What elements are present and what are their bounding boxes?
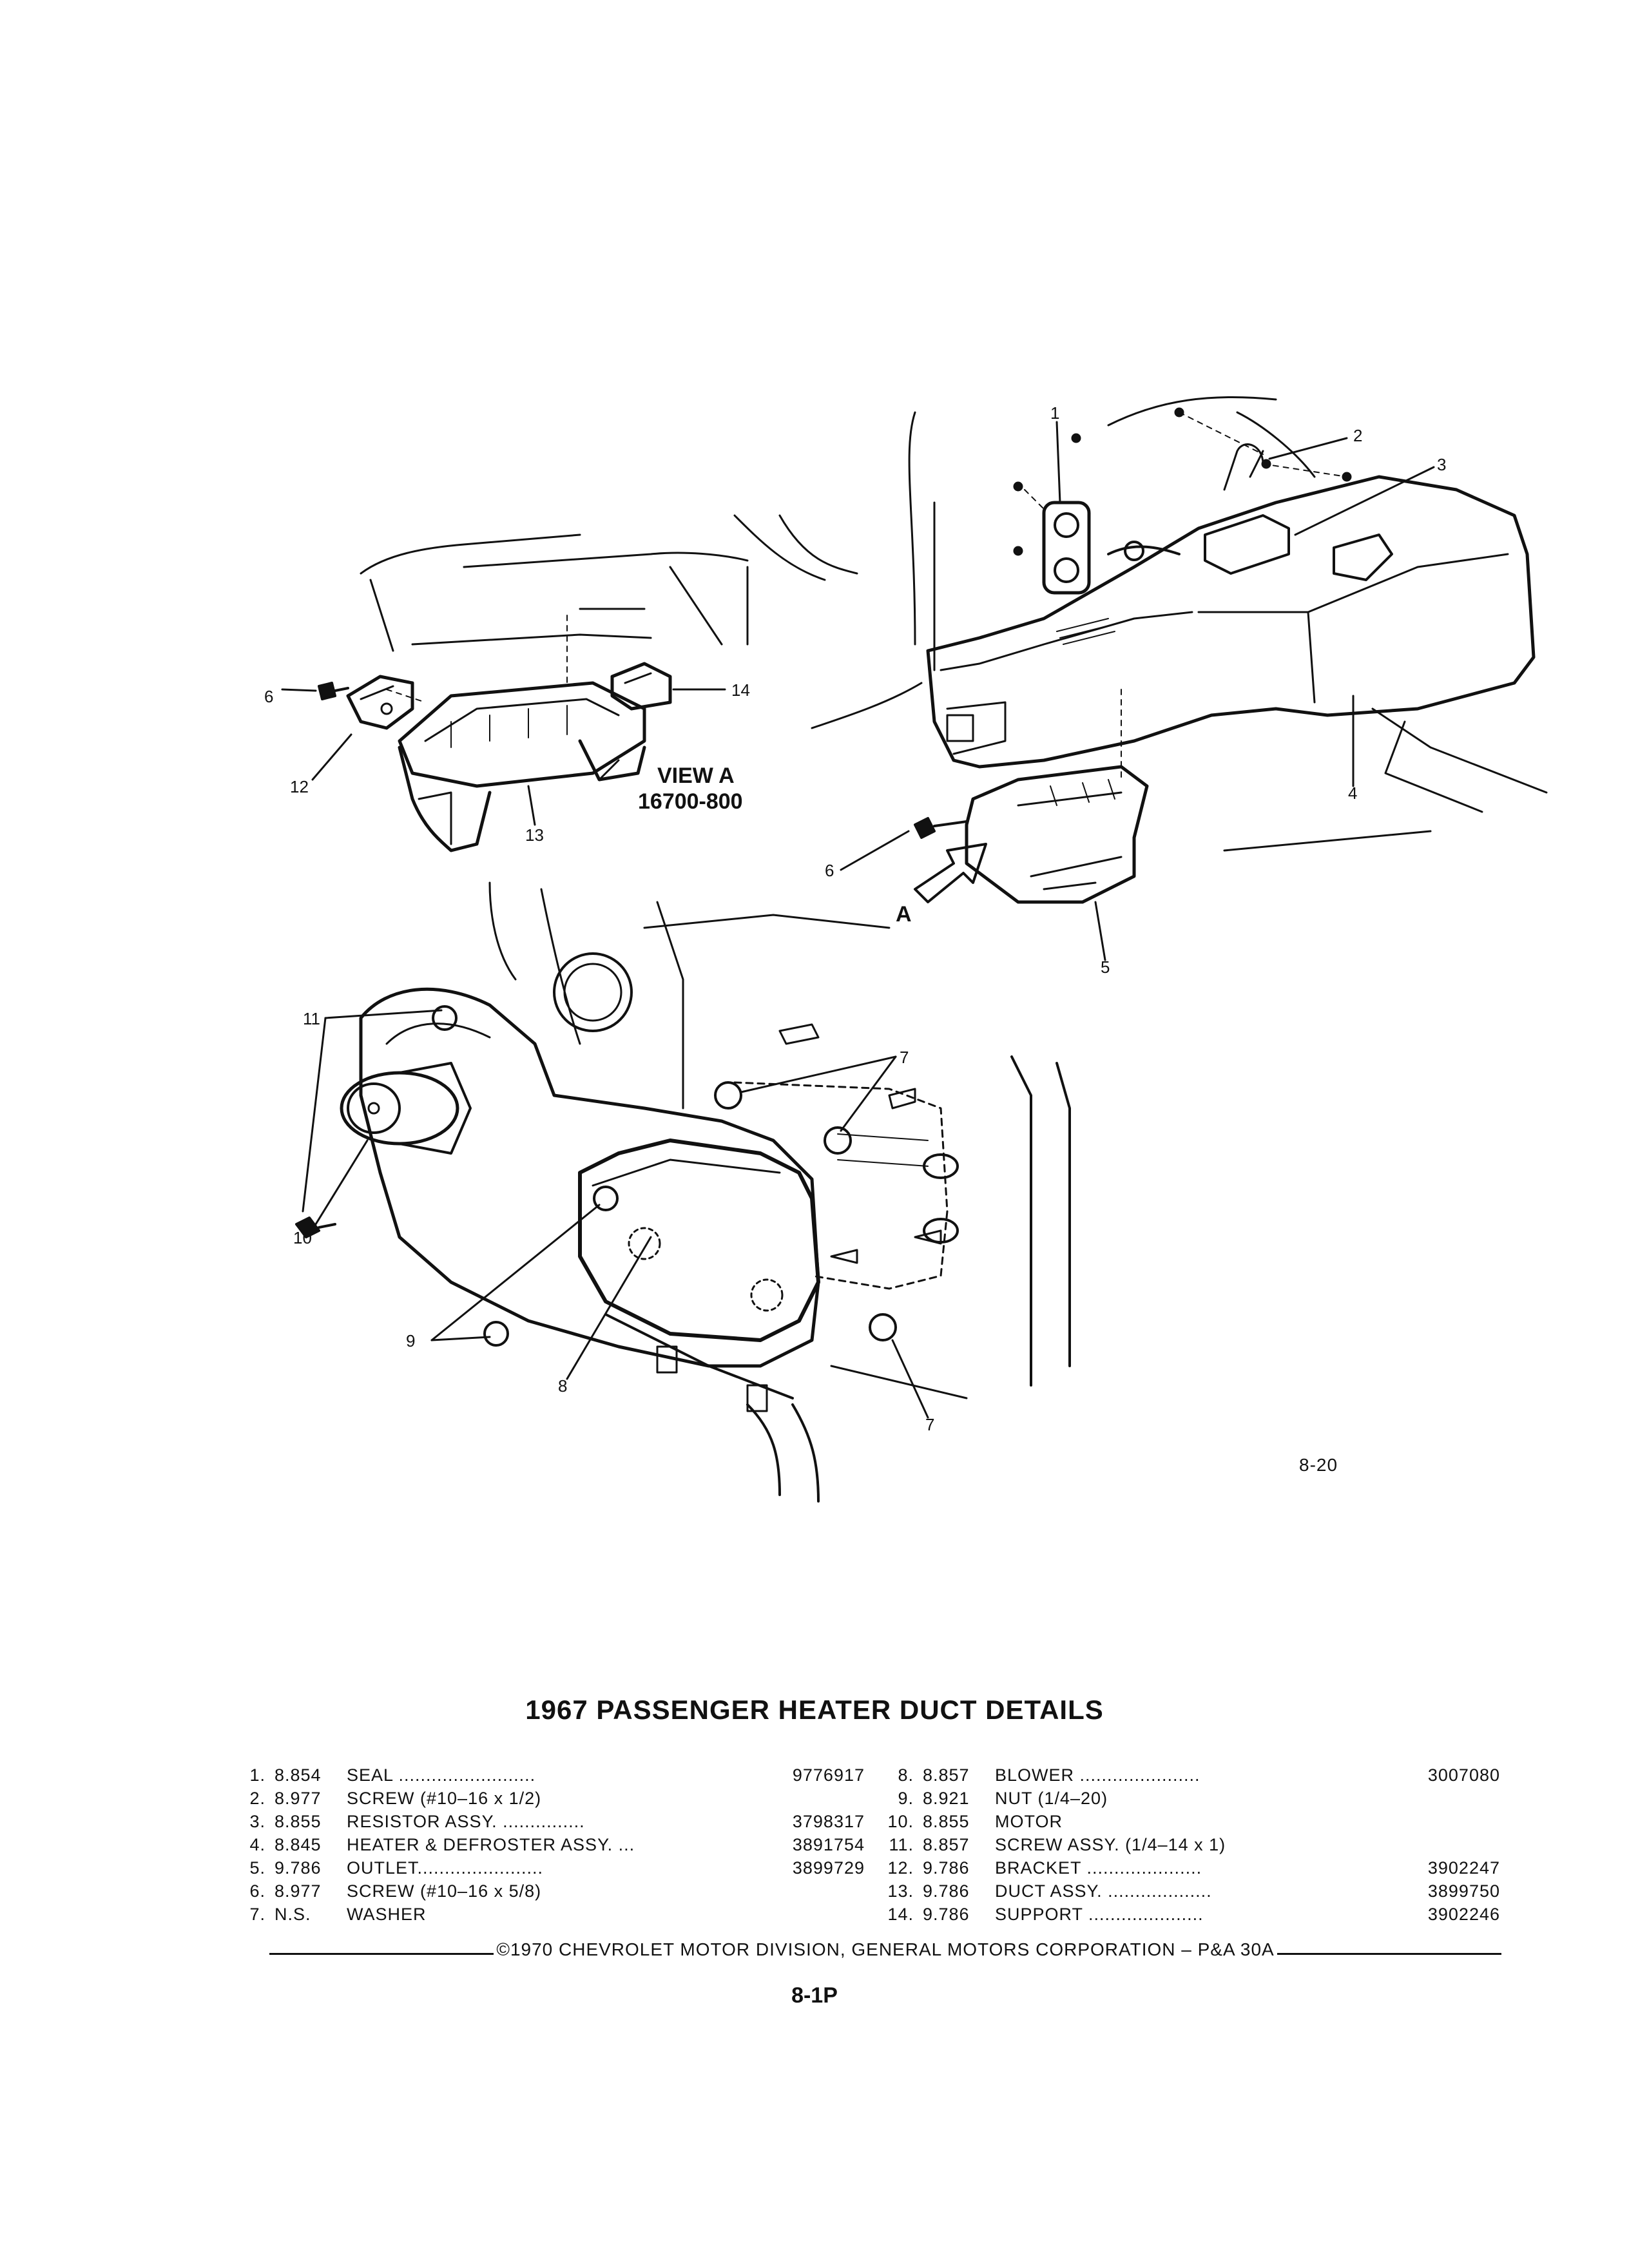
group-number: 9.786 bbox=[923, 1881, 970, 1901]
group-number: 8.855 bbox=[275, 1812, 322, 1831]
footer-rule-left bbox=[269, 1953, 494, 1955]
callout-7-upper: 7 bbox=[900, 1048, 909, 1067]
callout-12: 12 bbox=[290, 777, 309, 796]
group-number: 8.857 bbox=[923, 1835, 970, 1854]
blower bbox=[578, 1139, 820, 1342]
callout-14: 14 bbox=[731, 680, 750, 700]
part-description: SCREW ASSY. (1/4–14 x 1) bbox=[995, 1835, 1226, 1854]
part-description: SUPPORT ..................... bbox=[995, 1905, 1204, 1924]
part-description: RESISTOR ASSY. ............... bbox=[347, 1812, 585, 1831]
callout-6-outlet: 6 bbox=[825, 861, 834, 880]
heater-housing bbox=[926, 475, 1536, 769]
item-number: 7. bbox=[249, 1905, 265, 1924]
seal bbox=[1042, 501, 1091, 595]
group-number: 8.977 bbox=[275, 1789, 322, 1808]
group-number: 8.977 bbox=[275, 1881, 322, 1901]
group-number: 8.857 bbox=[923, 1765, 970, 1785]
part-description: DUCT ASSY. ................... bbox=[995, 1881, 1212, 1901]
callout-6-view-a: 6 bbox=[264, 687, 273, 706]
callout-1: 1 bbox=[1050, 403, 1059, 423]
group-number: 9.786 bbox=[275, 1858, 322, 1878]
callout-7-lower: 7 bbox=[925, 1415, 934, 1434]
figure-id: 8-20 bbox=[1299, 1455, 1338, 1475]
part-description: BRACKET ..................... bbox=[995, 1858, 1202, 1878]
item-number: 5. bbox=[249, 1858, 265, 1878]
part-number: 9776917 bbox=[792, 1765, 865, 1785]
callout-labels: 1 2 3 4 5 6 6 7 7 8 9 10 11 12 13 14 VIE… bbox=[264, 403, 1446, 1434]
view-a-number: 16700-800 bbox=[638, 789, 743, 814]
part-number: 3007080 bbox=[1427, 1765, 1500, 1785]
view-a-inset bbox=[281, 533, 749, 852]
part-description: SCREW (#10–16 x 5/8) bbox=[347, 1881, 542, 1901]
part-description: MOTOR bbox=[995, 1812, 1063, 1831]
group-number: N.S. bbox=[275, 1905, 311, 1924]
item-number: 4. bbox=[249, 1835, 265, 1854]
part-description: NUT (1/4–20) bbox=[995, 1789, 1108, 1808]
part-description: HEATER & DEFROSTER ASSY. ... bbox=[347, 1835, 635, 1854]
callout-5: 5 bbox=[1101, 957, 1110, 977]
bracket bbox=[346, 675, 414, 730]
heater-defroster-assembly-view bbox=[733, 396, 1548, 961]
support bbox=[610, 662, 672, 711]
callout-4: 4 bbox=[1348, 783, 1357, 803]
part-number: 3902246 bbox=[1427, 1905, 1500, 1924]
duct-assy bbox=[398, 681, 646, 788]
view-a-label: VIEW A bbox=[657, 764, 735, 788]
item-number: 6. bbox=[249, 1881, 265, 1901]
callout-2: 2 bbox=[1353, 426, 1362, 445]
blower-motor-view bbox=[295, 881, 1071, 1503]
group-number: 9.786 bbox=[923, 1858, 970, 1878]
page-number: 8-1P bbox=[791, 1983, 838, 2008]
blower-housing bbox=[359, 987, 820, 1368]
item-number: 9. bbox=[898, 1789, 914, 1808]
callout-8: 8 bbox=[558, 1376, 567, 1396]
callout-3: 3 bbox=[1437, 455, 1446, 474]
group-number: 8.921 bbox=[923, 1789, 970, 1808]
arrow-a-label: A bbox=[896, 902, 912, 927]
part-description: BLOWER ...................... bbox=[995, 1765, 1200, 1785]
part-number: 3899750 bbox=[1427, 1881, 1500, 1901]
part-number: 3891754 bbox=[792, 1835, 865, 1854]
part-description: WASHER bbox=[347, 1905, 427, 1924]
copyright-footer: ©1970 CHEVROLET MOTOR DIVISION, GENERAL … bbox=[269, 1934, 1501, 1960]
part-description: SEAL ......................... bbox=[347, 1765, 536, 1785]
group-number: 8.855 bbox=[923, 1812, 970, 1831]
part-number: 3902247 bbox=[1427, 1858, 1500, 1878]
part-number: 3798317 bbox=[792, 1812, 865, 1831]
part-description: SCREW (#10–16 x 1/2) bbox=[347, 1789, 542, 1808]
group-number: 8.854 bbox=[275, 1765, 322, 1785]
callout-13: 13 bbox=[525, 825, 544, 845]
callout-9: 9 bbox=[406, 1331, 415, 1350]
item-number: 1. bbox=[249, 1765, 265, 1785]
item-number: 3. bbox=[249, 1812, 265, 1831]
item-number: 12. bbox=[887, 1858, 914, 1878]
part-description: OUTLET....................... bbox=[347, 1858, 544, 1878]
callout-10: 10 bbox=[293, 1228, 312, 1247]
copyright-text: ©1970 CHEVROLET MOTOR DIVISION, GENERAL … bbox=[496, 1939, 1275, 1959]
item-number: 13. bbox=[887, 1881, 914, 1901]
group-number: 8.845 bbox=[275, 1835, 322, 1854]
item-number: 10. bbox=[887, 1812, 914, 1831]
item-number: 14. bbox=[887, 1905, 914, 1924]
callout-11: 11 bbox=[303, 1009, 320, 1028]
item-number: 8. bbox=[898, 1765, 914, 1785]
item-number: 11. bbox=[889, 1835, 914, 1854]
view-a-arrow bbox=[914, 843, 987, 903]
part-number: 3899729 bbox=[792, 1858, 865, 1878]
page-title: 1967 PASSENGER HEATER DUCT DETAILS bbox=[525, 1695, 1104, 1725]
footer-rule-right bbox=[1277, 1953, 1501, 1955]
outlet bbox=[965, 765, 1149, 904]
resistor-assy bbox=[1204, 514, 1290, 575]
exploded-parts-diagram: 1 2 3 4 5 6 6 7 7 8 9 10 11 12 13 14 VIE… bbox=[264, 396, 1548, 1503]
group-number: 9.786 bbox=[923, 1905, 970, 1924]
item-number: 2. bbox=[249, 1789, 265, 1808]
